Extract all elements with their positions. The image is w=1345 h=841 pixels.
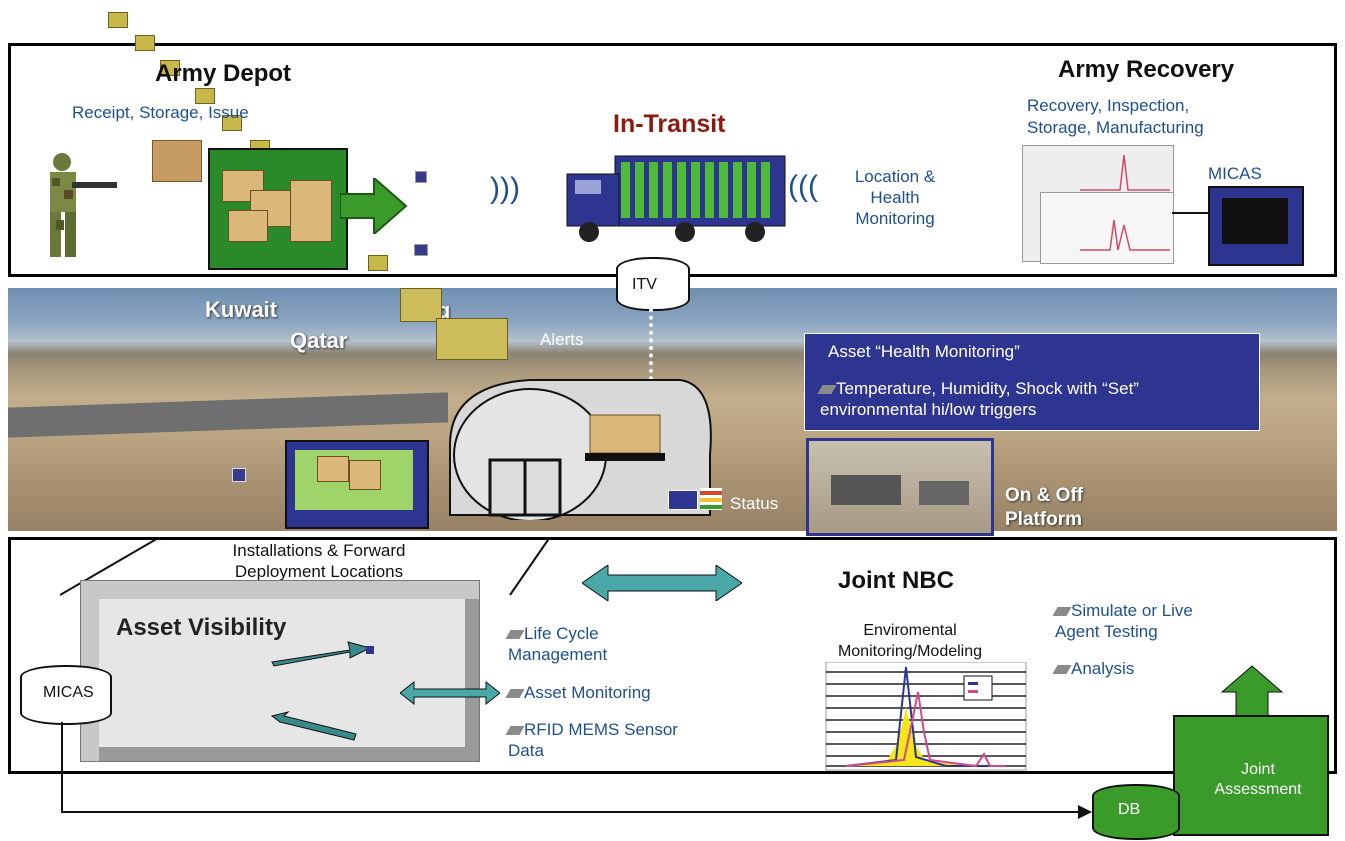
installations-callout xyxy=(60,537,551,596)
alerts-label: Alerts xyxy=(540,330,584,349)
cube-icon xyxy=(222,115,242,131)
cube-icon xyxy=(108,12,128,28)
db-cylinder-icon xyxy=(1092,784,1180,840)
rfid-tag-icon xyxy=(232,468,246,482)
simulate-bullet: Simulate or Live Agent Testing xyxy=(1052,600,1235,642)
rfid-text: RFID MEMS Sensor Data xyxy=(508,720,678,760)
itv-label: ITV xyxy=(632,276,657,293)
asset-monitoring-bullet: Asset Monitoring xyxy=(505,683,651,703)
flow-arrows-icon xyxy=(270,641,374,741)
analysis-bullet: Analysis xyxy=(1052,659,1135,679)
data-window-screenshot xyxy=(1040,192,1174,264)
wireless-signal-icon: ))) xyxy=(490,172,520,205)
army-depot-title: Army Depot xyxy=(155,60,292,87)
cube-icon xyxy=(195,88,215,104)
rfid-bullet: RFID MEMS Sensor Data xyxy=(505,719,708,761)
itv-dotted-link xyxy=(649,308,653,388)
health-monitoring-detail: Temperature, Humidity, Shock with “Set” … xyxy=(817,378,1200,420)
status-tag-icon xyxy=(668,490,698,510)
rfid-tag-icon xyxy=(414,244,428,256)
connector-line xyxy=(1172,212,1208,214)
double-arrow-icon xyxy=(400,680,500,706)
location-kuwait: Kuwait xyxy=(205,297,278,322)
spike-graph-icon xyxy=(1080,154,1170,251)
joint-assessment-label: Joint Assessment xyxy=(1214,761,1302,798)
army-recovery-title: Army Recovery xyxy=(1058,56,1235,83)
analysis-text: Analysis xyxy=(1071,659,1135,678)
rfid-tag-icon xyxy=(415,171,427,183)
health-monitoring-title: Asset “Health Monitoring” xyxy=(828,342,1020,361)
status-label: Status xyxy=(730,494,779,513)
health-monitoring-detail-text: Temperature, Humidity, Shock with “Set” … xyxy=(820,379,1139,419)
micas-bottom-label: MICAS xyxy=(43,684,94,701)
platform-label: On & Off Platform xyxy=(1005,485,1084,530)
asset-monitoring-text: Asset Monitoring xyxy=(524,683,651,702)
lifecycle-text: Life Cycle Management xyxy=(508,624,608,664)
location-qatar: Qatar xyxy=(290,328,348,353)
itv-database-icon xyxy=(616,257,690,311)
simulate-text: Simulate or Live Agent Testing xyxy=(1055,601,1193,641)
asset-visibility-panel xyxy=(80,580,480,762)
right-arrow-icon xyxy=(340,178,408,234)
in-transit-title: In-Transit xyxy=(613,110,726,138)
truck-icon xyxy=(566,155,786,242)
chart-caption: Enviromental Monitoring/Modeling xyxy=(837,622,983,660)
cube-icon xyxy=(160,60,180,76)
vehicle-photo xyxy=(806,438,994,536)
in-transit-caption: Location & Health Monitoring xyxy=(854,167,936,228)
micas-database-icon xyxy=(20,665,112,725)
sensor-chart-icon xyxy=(825,662,1027,771)
installations-label: Installations & Forward Deployment Locat… xyxy=(232,541,406,581)
soldier-icon xyxy=(50,153,117,257)
status-indicator-icon xyxy=(700,488,722,510)
joint-assessment-arrow-icon xyxy=(1173,665,1329,836)
quonset-hut-icon xyxy=(449,379,712,520)
army-recovery-subtitle: Recovery, Inspection, Storage, Manufactu… xyxy=(1027,96,1204,137)
depot-box xyxy=(290,180,332,242)
cargo-pallet-icon xyxy=(436,318,508,360)
depot-box xyxy=(228,210,268,242)
wireless-signal-icon: ((( xyxy=(788,170,818,203)
exchange-arrow-icon xyxy=(582,565,742,601)
cube-icon xyxy=(135,35,155,51)
cube-icon xyxy=(368,255,388,271)
army-depot-subtitle: Receipt, Storage, Issue xyxy=(72,103,249,122)
health-monitoring-box xyxy=(804,333,1260,431)
cargo-pallet-icon xyxy=(400,288,442,322)
container-building-icon xyxy=(285,440,429,529)
micas-top-label: MICAS xyxy=(1208,164,1262,183)
shipping-label-icon xyxy=(152,140,202,182)
asset-visibility-title: Asset Visibility xyxy=(116,614,287,641)
db-label: DB xyxy=(1118,801,1141,818)
lifecycle-bullet: Life Cycle Management xyxy=(505,623,668,665)
joint-nbc-title: Joint NBC xyxy=(838,567,954,594)
computer-icon xyxy=(1208,186,1304,266)
